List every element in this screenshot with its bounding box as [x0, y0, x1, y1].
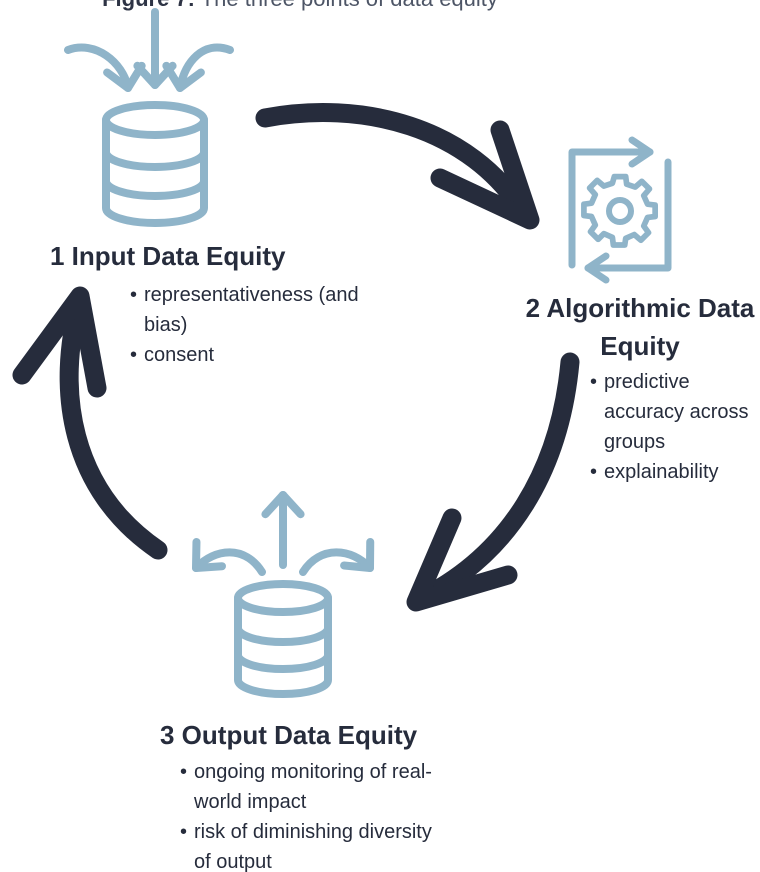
stage-3-bullets: ongoing monitoring of real-world impact … — [180, 757, 440, 872]
list-item: explainability — [590, 457, 760, 487]
database-input-icon — [64, 8, 234, 227]
list-item: risk of diminishing diversity of output — [180, 817, 440, 872]
stage-1-bullets: representativeness (and bias) consent — [130, 280, 370, 370]
stage-2-heading: 2 Algorithmic Data Equity — [525, 293, 755, 361]
database-output-icon — [192, 491, 375, 698]
figure-caption: The three points of data equity — [201, 0, 498, 11]
cycle-arrow-2-to-3 — [406, 352, 580, 612]
list-item: predictive accuracy across groups — [590, 367, 760, 457]
gear-process-icon — [568, 136, 672, 284]
figure-label: Figure 7: — [102, 0, 195, 11]
cycle-arrow-1-to-2 — [255, 103, 540, 230]
list-item: representativeness (and bias) — [130, 280, 370, 340]
cycle-arrow-3-to-1 — [12, 286, 168, 560]
stage-1-heading: 1 Input Data Equity — [50, 241, 286, 271]
list-item: ongoing monitoring of real-world impact — [180, 757, 440, 817]
stage-3-heading: 3 Output Data Equity — [160, 720, 418, 750]
figure-title: Figure 7: The three points of data equit… — [0, 0, 600, 12]
stage-2-bullets: predictive accuracy across groups explai… — [590, 367, 760, 487]
list-item: consent — [130, 340, 370, 370]
